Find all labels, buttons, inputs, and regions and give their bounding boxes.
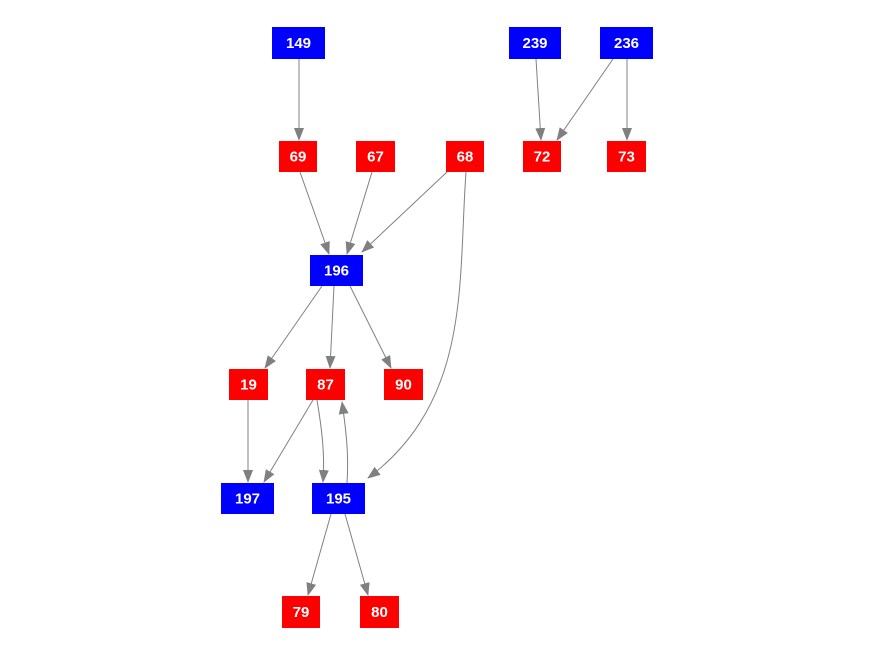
edge-195-80 [344,513,370,596]
node-box-195 [312,483,365,514]
edge-67-196 [345,171,373,255]
edge-87-195 [316,399,329,483]
node-box-239 [509,27,561,59]
edge-87-197 [263,399,314,483]
edge-69-196 [299,171,330,255]
node-box-79 [282,596,320,628]
node-197: 197 [221,483,274,514]
edge-195-87 [338,401,349,484]
node-label-197: 197 [235,491,260,508]
edge-239-72 [535,58,546,141]
node-box-72 [523,141,561,172]
node-149: 149 [272,27,325,59]
node-box-80 [360,596,399,628]
edge-236-72 [556,58,614,141]
node-196: 196 [310,255,363,286]
node-label-72: 72 [534,149,551,166]
node-label-80: 80 [371,604,388,621]
edge-196-19 [264,285,323,369]
node-195: 195 [312,483,365,514]
node-label-79: 79 [293,604,310,621]
node-box-68 [446,141,484,172]
node-72: 72 [523,141,561,172]
edge-196-90 [349,285,392,369]
edge-195-79 [306,513,332,596]
node-box-90 [384,369,423,400]
node-19: 19 [229,369,268,400]
edge-68-196 [361,171,448,253]
node-box-236 [600,27,653,59]
node-67: 67 [356,141,395,172]
node-239: 239 [509,27,561,59]
node-box-19 [229,369,268,400]
node-box-67 [356,141,395,172]
node-box-197 [221,483,274,514]
node-label-67: 67 [367,149,384,166]
node-87: 87 [306,369,345,400]
node-label-195: 195 [326,491,351,508]
edge-68-195 [367,171,467,479]
node-box-73 [607,141,646,172]
node-label-73: 73 [618,149,635,166]
node-80: 80 [360,596,399,628]
node-79: 79 [282,596,320,628]
node-label-239: 239 [522,35,547,52]
node-90: 90 [384,369,423,400]
edge-196-87 [325,285,336,369]
node-box-196 [310,255,363,286]
node-label-19: 19 [240,377,257,394]
node-box-69 [279,141,317,172]
node-label-196: 196 [324,263,349,280]
node-68: 68 [446,141,484,172]
node-box-87 [306,369,345,400]
node-label-236: 236 [614,35,639,52]
node-73: 73 [607,141,646,172]
node-236: 236 [600,27,653,59]
node-box-149 [272,27,325,59]
node-label-90: 90 [395,377,412,394]
node-label-68: 68 [457,149,474,166]
node-69: 69 [279,141,317,172]
node-label-149: 149 [286,35,311,52]
node-label-87: 87 [317,377,334,394]
node-label-69: 69 [290,149,307,166]
